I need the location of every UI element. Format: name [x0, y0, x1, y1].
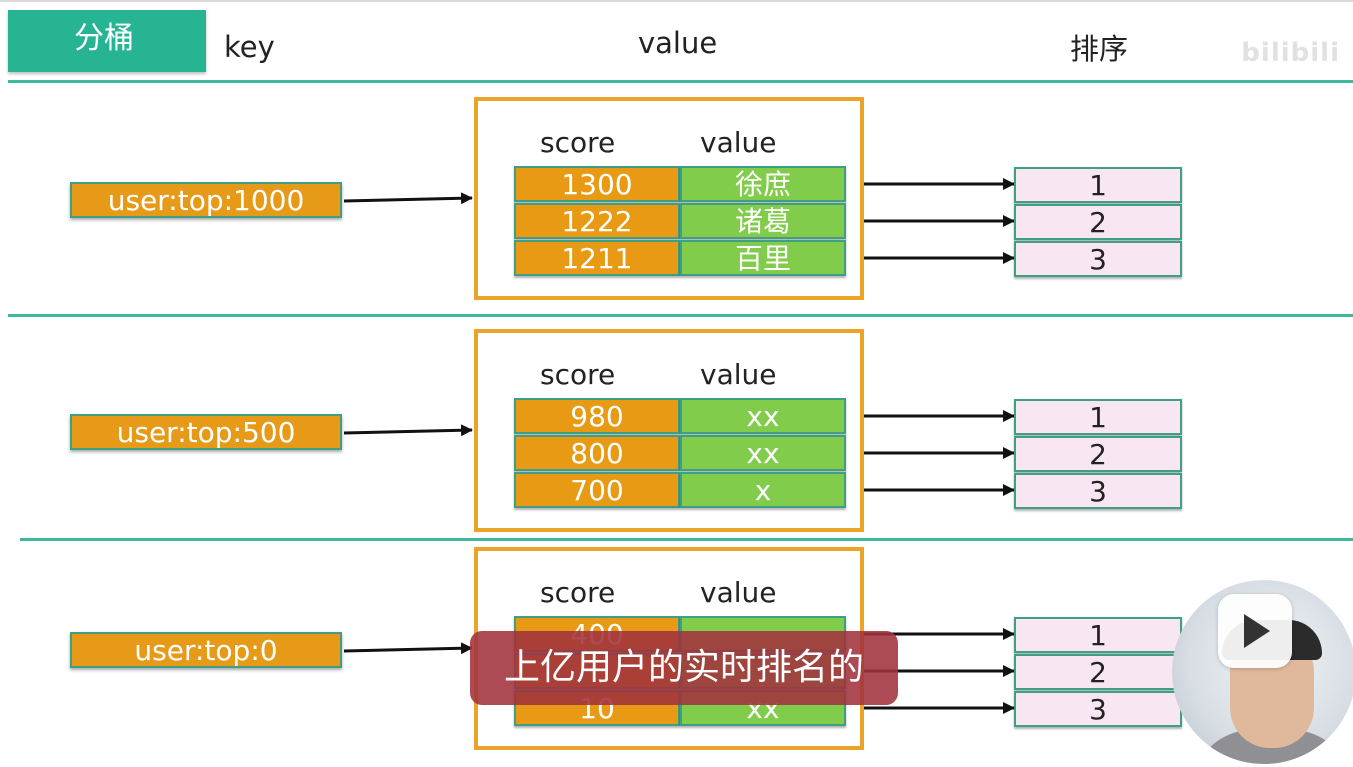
bucket-key: user:top:500	[70, 414, 342, 450]
group-divider-2	[20, 538, 1353, 541]
score-header: score	[540, 126, 616, 159]
value-cell: 诸葛	[680, 203, 846, 239]
value-cell: x	[680, 472, 846, 508]
bucket-key: user:top:1000	[70, 182, 342, 218]
key-arrow-3	[343, 642, 473, 655]
bucket-key: user:top:0	[70, 632, 342, 668]
value-header: value	[700, 576, 777, 609]
rank-cell: 3	[1014, 241, 1182, 277]
presenter-avatar	[1172, 580, 1353, 764]
key-arrow-1	[343, 192, 473, 205]
bilibili-watermark: bilibili	[1241, 38, 1340, 68]
rank-cell: 3	[1014, 691, 1182, 727]
value-header: value	[700, 126, 777, 159]
score-cell: 980	[514, 398, 680, 434]
rank-cell: 2	[1014, 204, 1182, 240]
value-cell: xx	[680, 398, 846, 434]
rank-cell: 2	[1014, 436, 1182, 472]
score-cell: 700	[514, 472, 680, 508]
rank-column-header: 排序	[1070, 32, 1129, 66]
score-header: score	[540, 576, 616, 609]
value-header: value	[700, 358, 777, 391]
rank-cell: 1	[1014, 167, 1182, 203]
key-column-header: key	[224, 30, 275, 64]
header-divider	[8, 80, 1353, 83]
video-subtitle: 上亿用户的实时排名的	[470, 631, 898, 705]
value-cell: xx	[680, 435, 846, 471]
rank-cell: 1	[1014, 617, 1182, 653]
score-cell: 1222	[514, 203, 680, 239]
score-cell: 800	[514, 435, 680, 471]
play-icon[interactable]	[1244, 614, 1270, 648]
group-divider-1	[8, 314, 1353, 317]
rank-cell: 1	[1014, 399, 1182, 435]
section-badge: 分桶	[8, 10, 206, 72]
score-cell: 1300	[514, 166, 680, 202]
score-header: score	[540, 358, 616, 391]
score-cell: 1211	[514, 240, 680, 276]
rank-cell: 3	[1014, 473, 1182, 509]
value-cell: 徐庶	[680, 166, 846, 202]
value-column-header: value	[638, 26, 718, 60]
rank-cell: 2	[1014, 654, 1182, 690]
key-arrow-2	[343, 424, 473, 437]
top-border	[0, 0, 1353, 2]
value-cell: 百里	[680, 240, 846, 276]
